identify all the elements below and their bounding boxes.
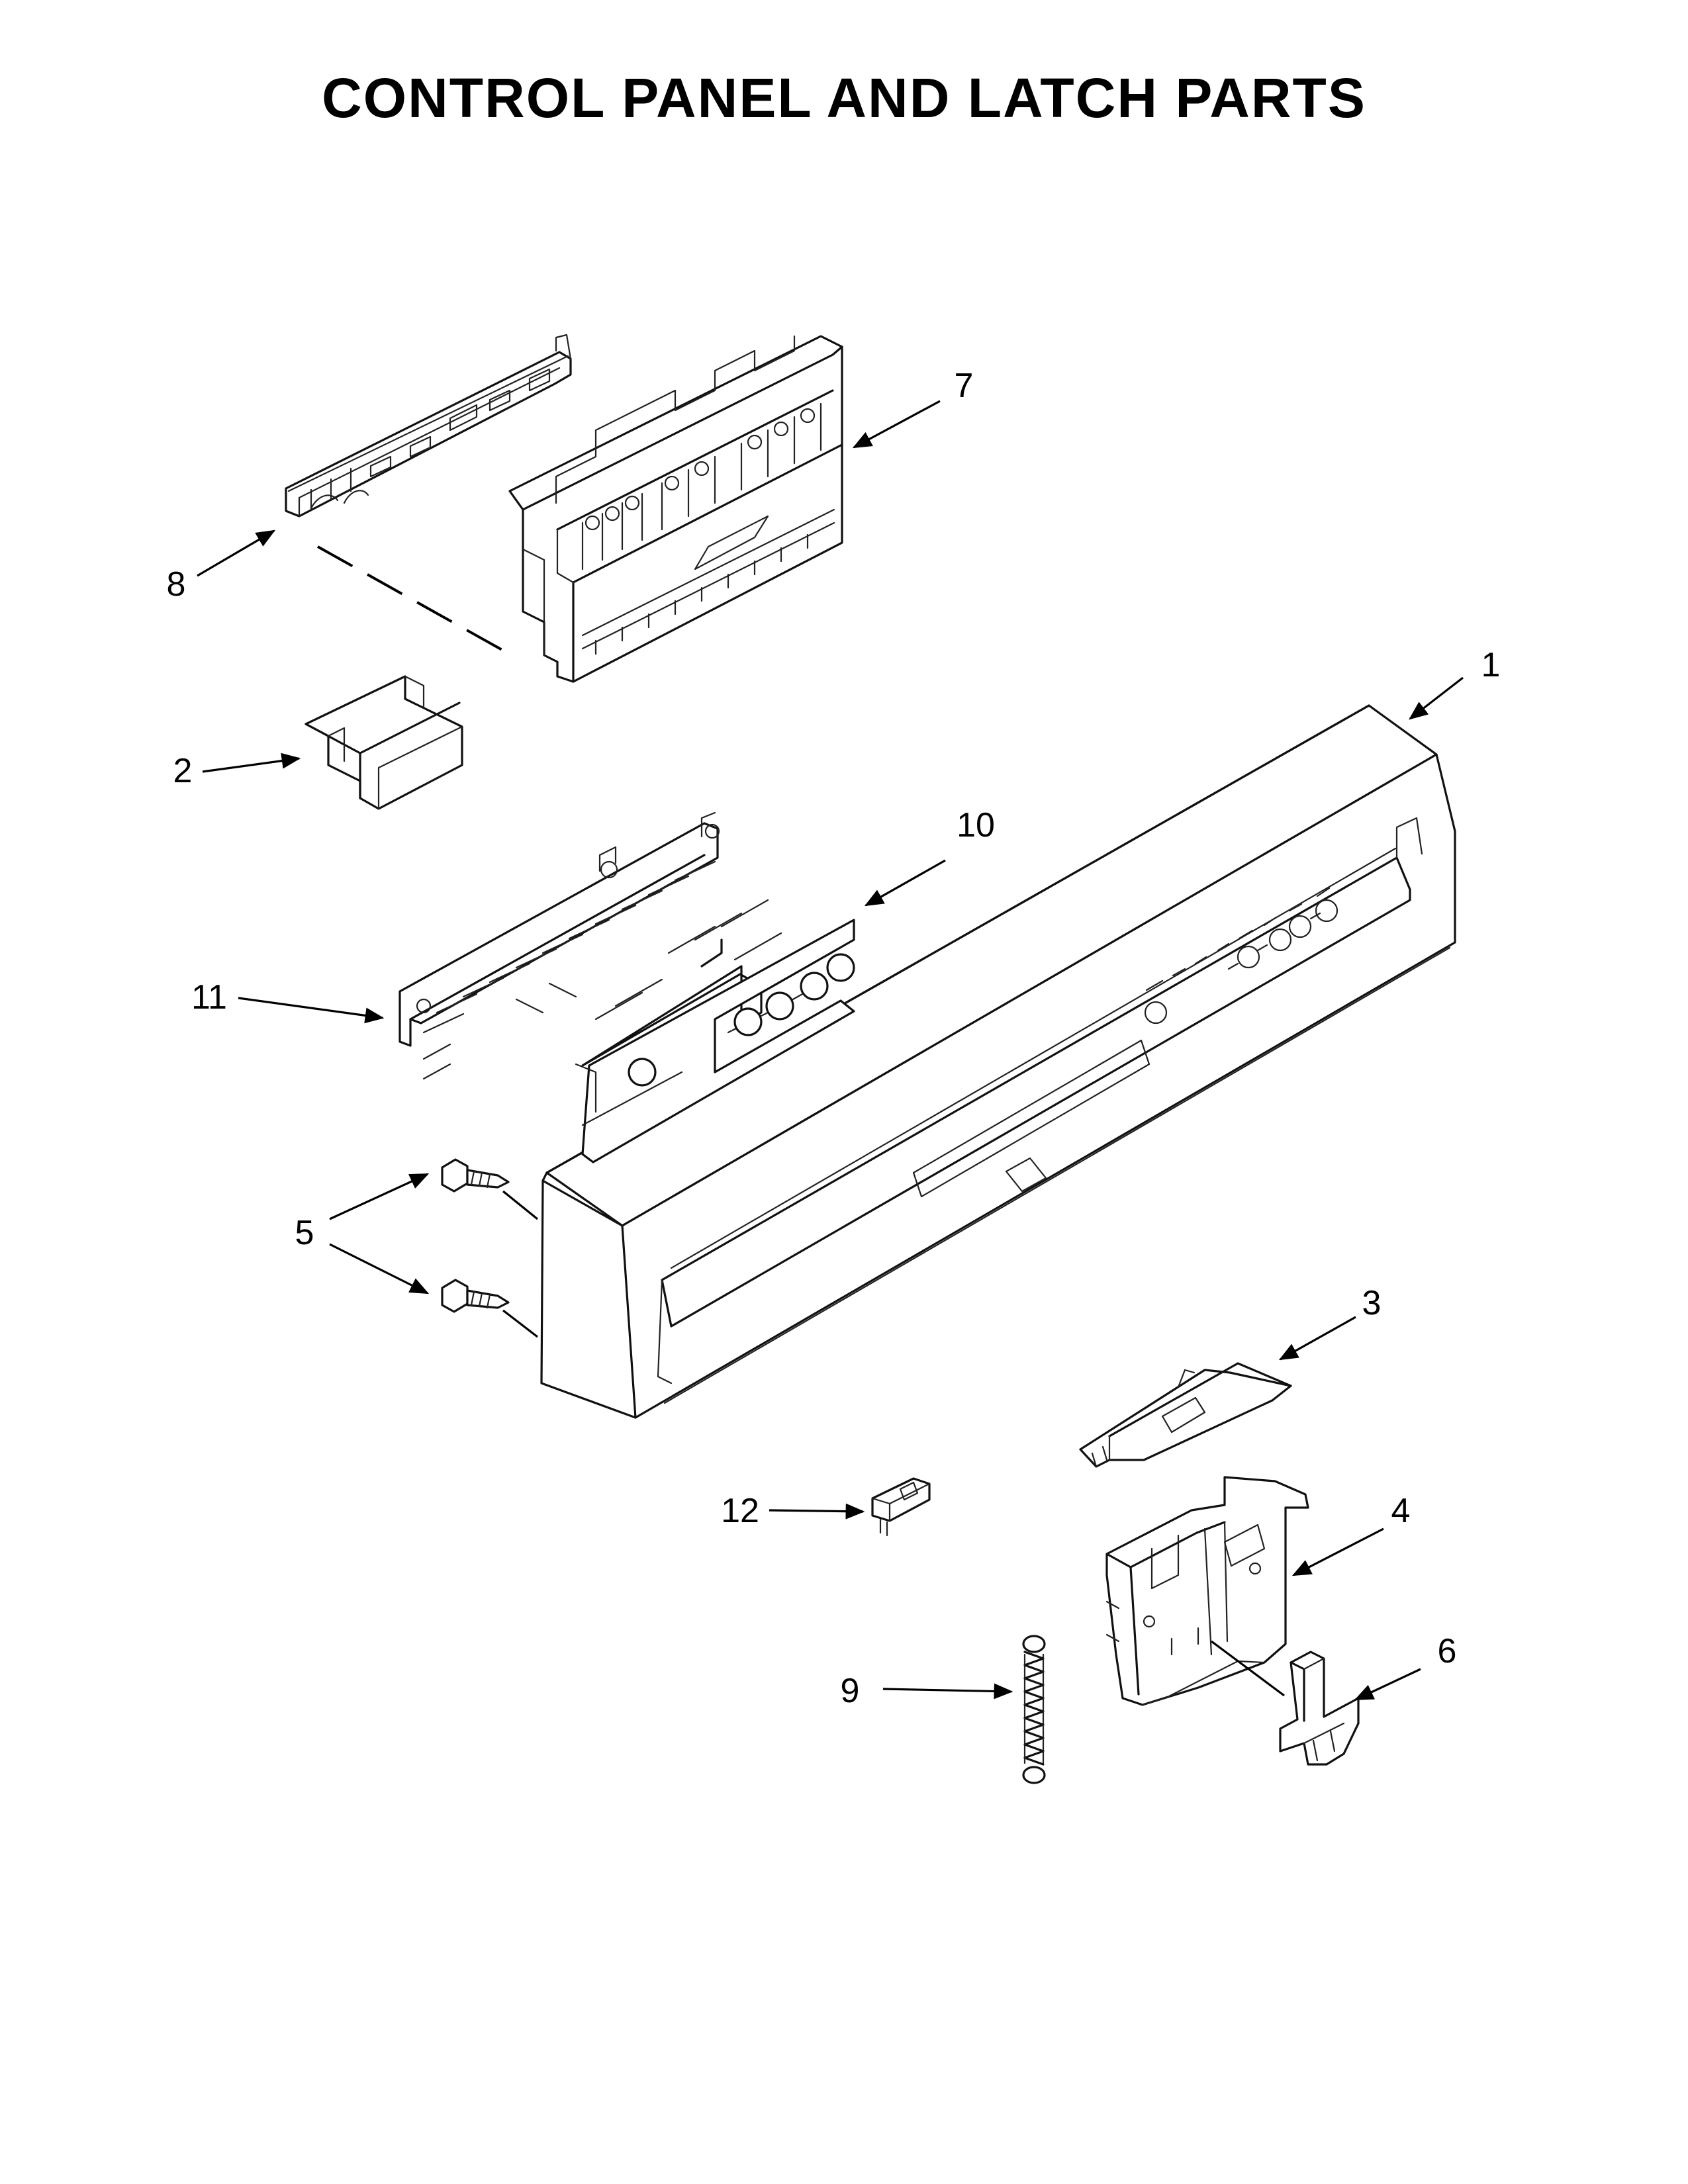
- callout-1: 1: [1481, 646, 1501, 684]
- leader-arrow-12: [769, 1503, 865, 1520]
- part-11-button-carrier: [399, 811, 720, 1080]
- part-9-spring: [1022, 1635, 1046, 1784]
- callout-10: 10: [957, 806, 995, 844]
- part-5-screw-lower: [441, 1279, 510, 1313]
- callout-2: 2: [173, 752, 193, 790]
- part-5-screw-upper: [441, 1158, 510, 1193]
- leader-arrow-3: [1278, 1316, 1356, 1361]
- leader-arrow-1: [1409, 676, 1464, 720]
- part-10-button-carrier: [575, 899, 855, 1163]
- callout-9: 9: [841, 1672, 860, 1710]
- leader-arrow-5a: [329, 1173, 430, 1220]
- part-7-control-board-housing: [508, 335, 843, 683]
- part-8-bracket: [285, 334, 572, 518]
- callout-11: 11: [191, 978, 227, 1017]
- leader-arrow-6: [1354, 1668, 1421, 1701]
- screw-guide-lower: [502, 1309, 538, 1338]
- leader-arrow-10: [864, 859, 946, 907]
- callout-3: 3: [1362, 1284, 1382, 1322]
- part-6-latch-bracket: [1279, 1651, 1360, 1766]
- leader-arrow-8: [197, 529, 276, 577]
- alignment-dash-8-7: [317, 545, 517, 659]
- part-1-control-panel: [540, 704, 1456, 1419]
- part-12-switch: [871, 1477, 931, 1537]
- callout-8: 8: [167, 565, 186, 604]
- leader-arrow-9: [882, 1683, 1013, 1700]
- part-4-latch-assembly: [1105, 1476, 1309, 1706]
- leader-arrow-7: [852, 400, 941, 449]
- part-2-small-bracket: [305, 675, 463, 810]
- latch-guide-line: [1211, 1640, 1285, 1697]
- part-3-latch-handle: [1079, 1362, 1292, 1468]
- leader-arrow-2: [202, 752, 301, 773]
- leader-arrow-11: [238, 997, 385, 1024]
- screw-guide-upper: [502, 1190, 539, 1220]
- callout-12: 12: [721, 1492, 759, 1530]
- callout-4: 4: [1391, 1492, 1411, 1530]
- leader-arrow-5b: [329, 1243, 430, 1295]
- callout-6: 6: [1438, 1632, 1457, 1670]
- leader-arrow-4: [1291, 1527, 1384, 1576]
- callout-7: 7: [955, 367, 974, 405]
- callout-5: 5: [295, 1214, 314, 1252]
- page-title: CONTROL PANEL AND LATCH PARTS: [322, 67, 1366, 129]
